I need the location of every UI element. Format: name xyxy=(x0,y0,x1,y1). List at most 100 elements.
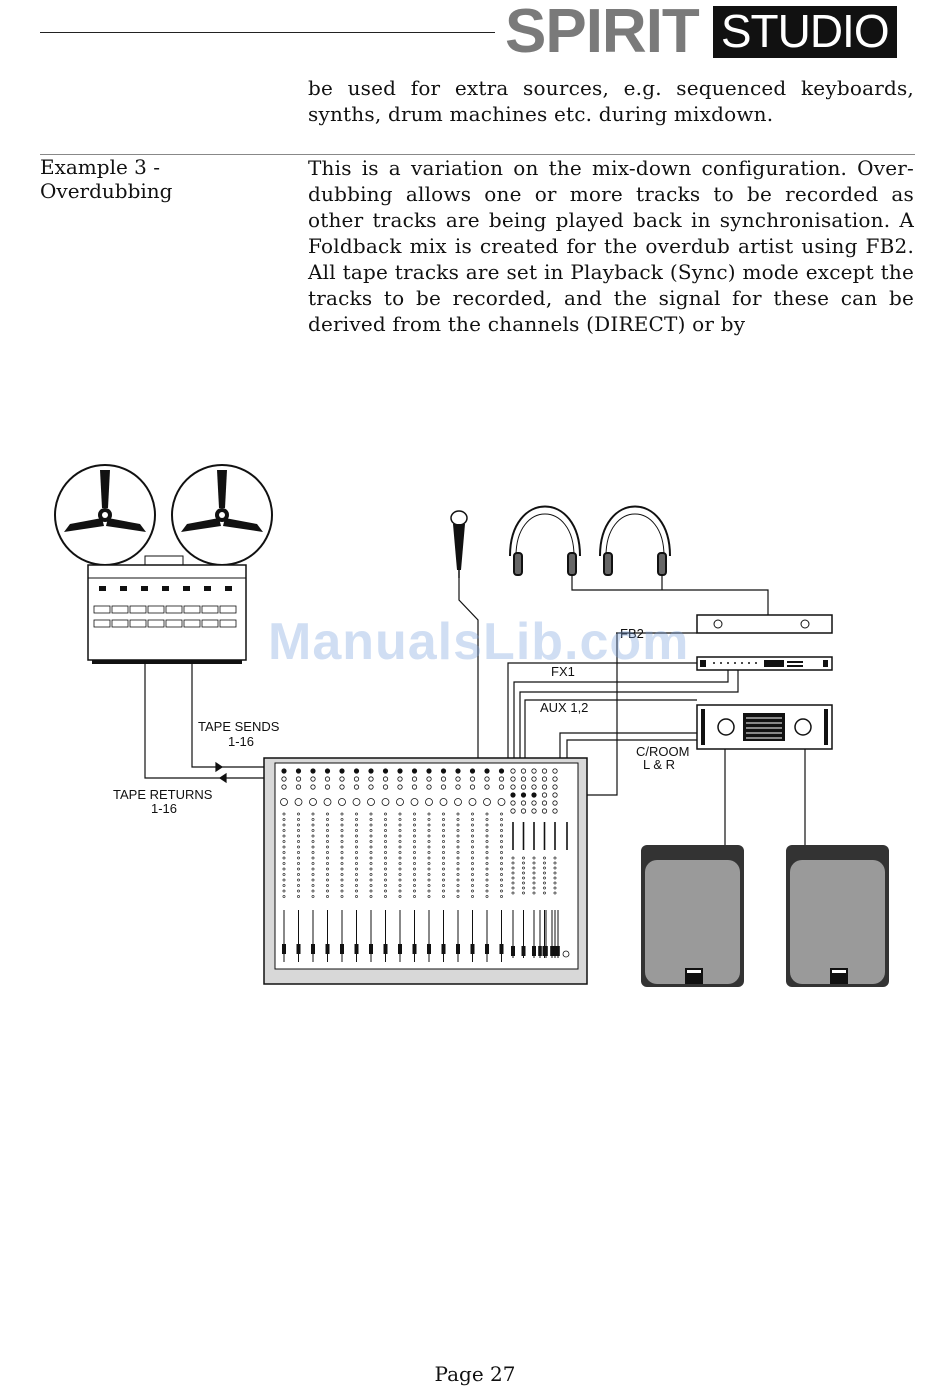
track-meters xyxy=(93,605,237,628)
master-led xyxy=(553,886,557,890)
channel-led xyxy=(355,845,358,849)
channel-fader-cap xyxy=(456,944,460,954)
channel-led xyxy=(326,845,329,849)
master-knob xyxy=(520,776,527,782)
channel-led xyxy=(427,878,431,882)
channel-knob xyxy=(498,768,505,774)
master-knob xyxy=(541,784,548,790)
channel-led xyxy=(326,895,329,898)
channel-led xyxy=(282,884,286,887)
master-led xyxy=(522,891,525,895)
section-divider xyxy=(40,154,915,155)
channel-led xyxy=(369,889,373,893)
channel-knob xyxy=(469,784,476,790)
channel-led xyxy=(355,834,358,838)
channel-led xyxy=(282,867,286,871)
channel-led xyxy=(442,823,445,827)
channel-led xyxy=(500,867,503,871)
channel-led xyxy=(355,867,358,871)
channel-led xyxy=(413,884,416,887)
channel-led xyxy=(297,812,300,816)
channel-led xyxy=(456,851,460,854)
channel-led xyxy=(471,873,474,876)
channel-led xyxy=(311,889,315,893)
master-knob xyxy=(552,800,558,806)
channel-led xyxy=(427,862,431,865)
master-knob xyxy=(510,800,516,806)
channel-knob xyxy=(411,776,418,782)
channel-knob xyxy=(397,776,403,782)
master-knob xyxy=(541,808,548,814)
channel-led xyxy=(297,895,300,898)
channel-led xyxy=(485,856,489,860)
headphone-amp xyxy=(696,614,833,634)
channel-led xyxy=(471,867,474,871)
channel-led xyxy=(442,856,445,860)
channel-knob xyxy=(483,798,491,806)
channel-led xyxy=(471,829,474,832)
master-knob xyxy=(531,784,537,790)
master-led xyxy=(511,891,515,895)
channel-knob xyxy=(324,776,331,782)
master-led xyxy=(553,856,557,860)
channel-led xyxy=(282,895,286,898)
master-fader-cap xyxy=(521,946,526,956)
channel-led xyxy=(485,823,489,827)
channel-led xyxy=(442,845,445,849)
channel-led xyxy=(340,851,344,854)
channel-led xyxy=(427,829,431,832)
master-led xyxy=(511,886,515,890)
headphones-2 xyxy=(599,505,671,576)
tape-cables xyxy=(144,660,265,784)
channel-led xyxy=(326,856,329,860)
channel-led xyxy=(340,856,344,860)
master-led xyxy=(511,856,515,860)
channel-knob xyxy=(295,768,302,774)
channel-led xyxy=(442,889,445,893)
channel-knob xyxy=(426,776,432,782)
master-knob xyxy=(520,800,527,806)
channel-led xyxy=(369,862,373,865)
channel-led xyxy=(369,873,373,876)
channel-led xyxy=(297,851,300,854)
channel-led xyxy=(456,867,460,871)
channel-knob xyxy=(281,784,287,790)
channel-led xyxy=(485,812,489,816)
channel-knob xyxy=(339,776,345,782)
channel-led xyxy=(384,823,387,827)
channel-led xyxy=(384,889,387,893)
channel-knob xyxy=(295,776,302,782)
channel-led xyxy=(500,851,503,854)
master-knob xyxy=(531,808,537,814)
channel-led xyxy=(369,878,373,882)
channel-fader-cap xyxy=(470,944,475,954)
channel-led xyxy=(311,823,315,827)
master-knob xyxy=(552,792,558,798)
intro-paragraph: be used for extra sources, e.g. sequence… xyxy=(308,76,914,126)
channel-led xyxy=(297,845,300,849)
channel-led xyxy=(369,812,373,816)
section-heading: Example 3 - Overdubbing xyxy=(40,155,280,203)
label-lr: L & R xyxy=(643,757,675,772)
master-knob xyxy=(510,768,516,774)
microphone xyxy=(450,510,479,770)
channel-led xyxy=(340,862,344,865)
overdub-diagram: TAPE SENDS 1-16 TAPE RETURNS 1-16 FB2 xyxy=(54,464,889,987)
channel-knob xyxy=(323,798,332,806)
master-knob xyxy=(562,950,570,958)
channel-led xyxy=(384,895,387,898)
channel-led xyxy=(427,834,431,838)
section-paragraph: This is a variation on the mix-down conf… xyxy=(308,156,914,336)
channel-led xyxy=(297,873,300,876)
channel-led xyxy=(297,862,300,865)
channel-led xyxy=(326,812,329,816)
channel-led xyxy=(384,812,387,816)
channel-led xyxy=(456,823,460,827)
master-led xyxy=(511,871,515,875)
channel-led xyxy=(326,829,329,832)
channel-led xyxy=(413,834,416,838)
transport-buttons xyxy=(99,586,232,591)
master-led xyxy=(553,871,557,875)
channel-led xyxy=(442,895,445,898)
master-knob xyxy=(520,768,527,774)
